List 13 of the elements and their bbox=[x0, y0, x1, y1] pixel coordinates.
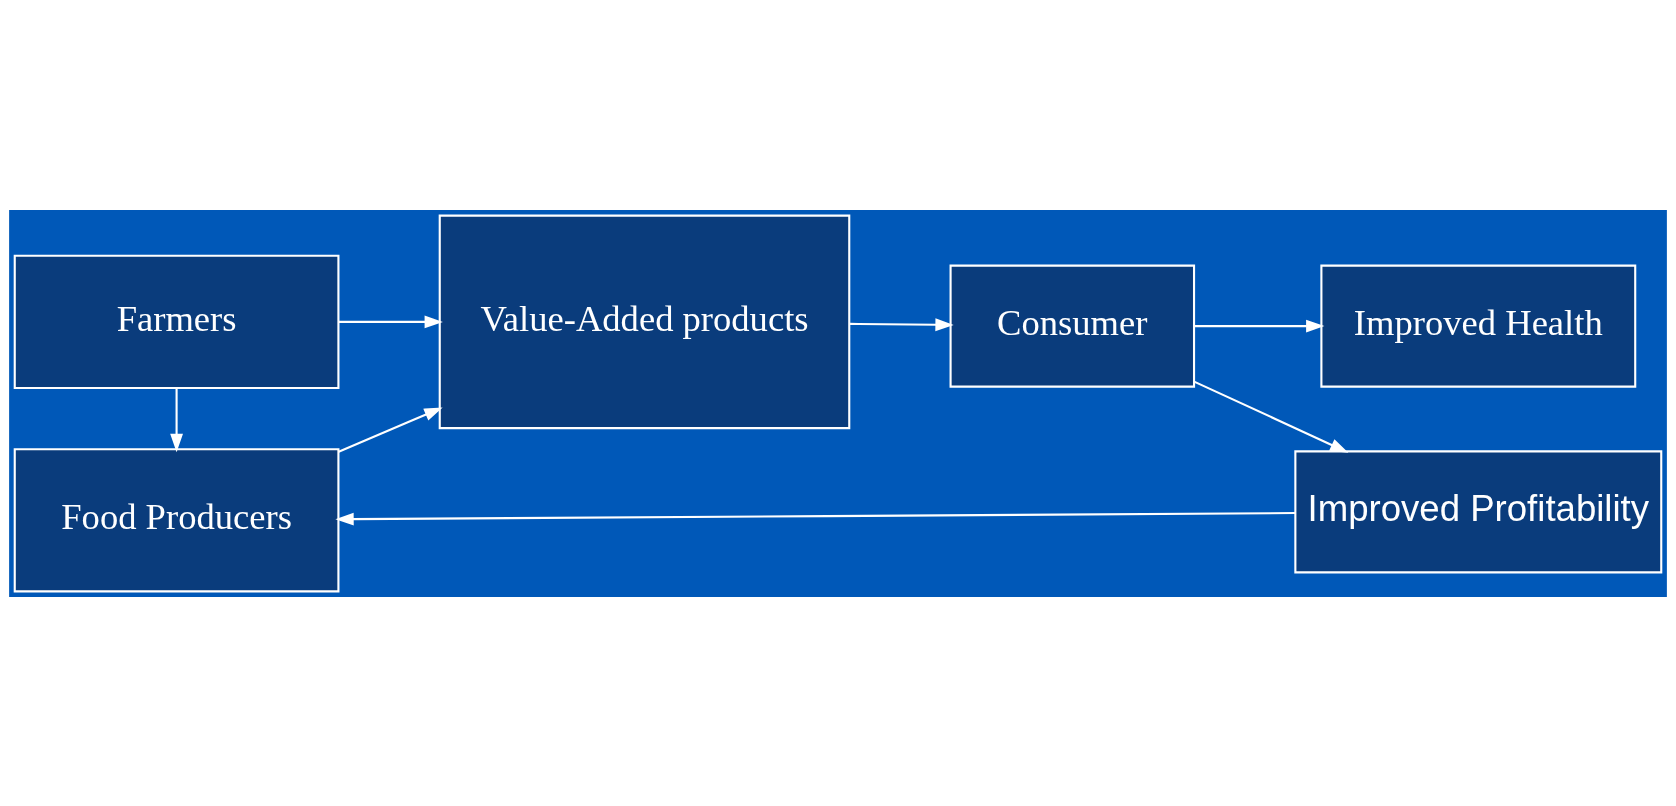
node-box: Value-Added products bbox=[438, 214, 851, 429]
arrow bbox=[335, 511, 1296, 526]
arrow bbox=[1194, 319, 1325, 332]
node-box: Farmers bbox=[13, 254, 340, 389]
arrow bbox=[1193, 380, 1349, 453]
node-box: Improved Profitability bbox=[1294, 449, 1663, 573]
node-box: Consumer bbox=[949, 264, 1196, 388]
arrow bbox=[170, 387, 183, 452]
arrow bbox=[849, 317, 954, 331]
arrow bbox=[338, 406, 443, 453]
node-box: Food Producers bbox=[13, 447, 340, 592]
node-box: Improved Health bbox=[1320, 264, 1637, 388]
arrow bbox=[338, 314, 443, 328]
